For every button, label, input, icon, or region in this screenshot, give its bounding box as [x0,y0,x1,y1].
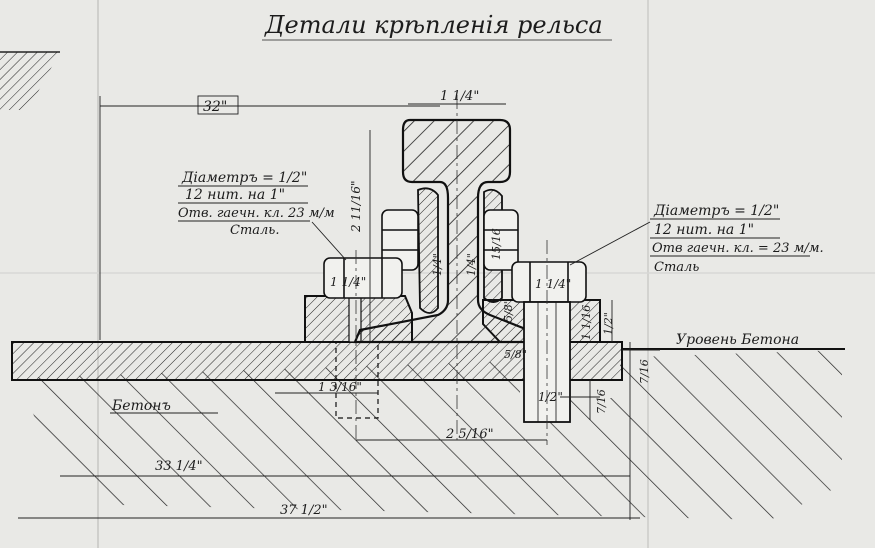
dim-base-height: 1/2" [602,312,615,335]
right-spec-thread: 12 нит. на 1" [654,222,754,238]
dim-bolt-dia: 1/2" [538,390,563,404]
dim-bolt-depth: 7/16 [595,389,608,414]
left-spec-thread: 12 нит. на 1" [185,187,285,203]
dimension-lines [18,96,660,520]
label-concrete: Бетонъ [111,398,171,414]
dim-concrete-offset: 7/16 [638,359,651,384]
dim-rail-height: 2 11/16" [349,180,363,233]
dim-web-left: 1/4" [431,253,444,276]
left-spec-material: Сталь. [230,223,280,238]
left-spec-diameter: Діаметръ = 1/2" [181,170,307,186]
dim-overall-width: 37 1/2" [280,503,328,518]
dim-hole-span: 1 3/16" [318,380,362,394]
right-spec-leader [569,221,651,266]
hidden-bolt-hole [335,341,379,419]
right-spec-material: Сталь [654,260,699,275]
dim-plate-thickness: 5/8" [504,348,527,361]
dim-top-width-box [197,95,239,115]
dim-bolt-section: 1 1/16 [580,305,593,340]
left-spec-hole: Отв. гаечн. кл. 23 м/м [178,206,335,221]
label-concrete-level: Уровень Бетона [676,332,799,348]
left-side-washer [417,187,439,314]
right-spec-hole: Отв гаечн. кл. = 23 м/м. [652,241,824,256]
corner-section [0,51,60,110]
dim-top-width: 32" [203,99,227,115]
dim-bolt-spacing: 2 5/16" [445,427,494,442]
dim-rail-head: 1 1/4" [440,89,479,104]
drawing-title: Детали крѣпленія рельса [264,11,603,39]
left-spec-leader [311,221,347,261]
right-bolt-spec: Діаметръ = 1/2" 12 нит. на 1" Отв гаечн.… [650,203,824,275]
right-spec-diameter: Діаметръ = 1/2" [653,203,779,219]
dim-right-nut-height: 15/16 [490,228,503,260]
dim-right-nut: 1 1/4" [535,277,571,291]
dim-inner-width: 33 1/4" [155,459,203,474]
dim-left-nut: 1 1/4" [330,275,366,289]
right-upper-nut [483,209,519,271]
dim-plate-thickness-small: 5/8" [502,299,515,322]
left-lower-nut [323,257,403,299]
dim-web-right: 1/4" [465,253,478,276]
left-bolt-spec: Діаметръ = 1/2" 12 нит. на 1" Отв. гаечн… [178,170,335,238]
